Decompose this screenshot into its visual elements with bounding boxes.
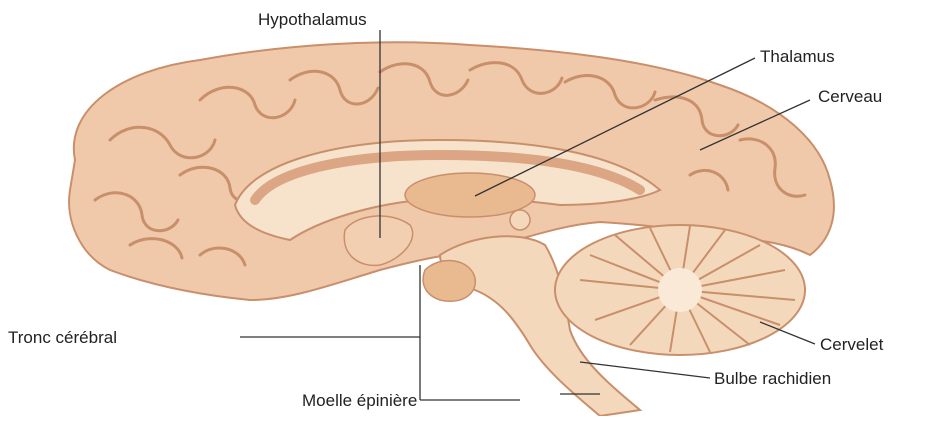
label-hypothalamus: Hypothalamus [258,10,367,29]
cerebellum-shape [555,225,805,355]
label-bulbe: Bulbe rachidien [714,369,831,388]
label-cervelet: Cervelet [820,335,884,354]
label-cerveau: Cerveau [818,87,882,106]
label-moelle: Moelle épinière [302,391,417,410]
pons-shape [423,261,475,302]
pineal-shape [510,210,530,230]
label-thalamus: Thalamus [760,47,835,66]
label-tronc: Tronc cérébral [8,328,117,347]
